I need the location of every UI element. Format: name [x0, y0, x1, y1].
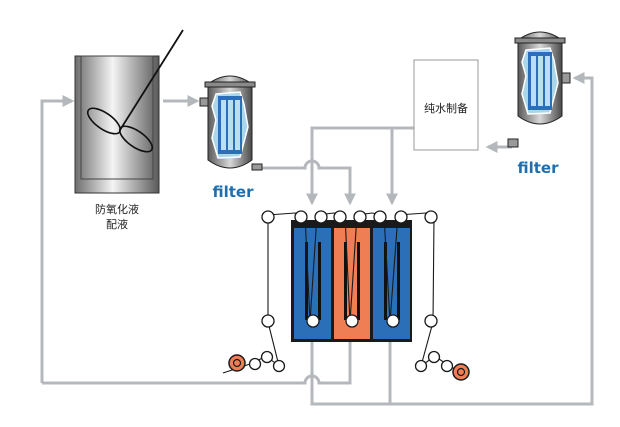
filter-right-label: filter: [517, 159, 559, 177]
pipe-purewater-header: [306, 126, 415, 206]
reel-icon: [228, 354, 246, 372]
mixing-tank-label-2: 配液: [106, 217, 128, 231]
pipe-tank1-drain: [310, 72, 594, 406]
filter-left-label: filter: [212, 183, 254, 201]
rollers: [248, 210, 454, 373]
pipe-tank2-return: [42, 342, 352, 385]
filter-vessel-icon: [199, 75, 263, 171]
pure-water-label: 纯水制备: [424, 101, 468, 115]
filter-vessel-icon: [507, 31, 571, 148]
mixing-tank-label-1: 防氧化液: [95, 202, 139, 216]
pipe-return-to-mixer: [40, 95, 75, 383]
pipe-filter-to-tank2: [258, 159, 356, 206]
reel-icon: [452, 363, 470, 381]
mixing-tank-icon: [74, 29, 184, 194]
pure-water-box: [413, 59, 479, 151]
